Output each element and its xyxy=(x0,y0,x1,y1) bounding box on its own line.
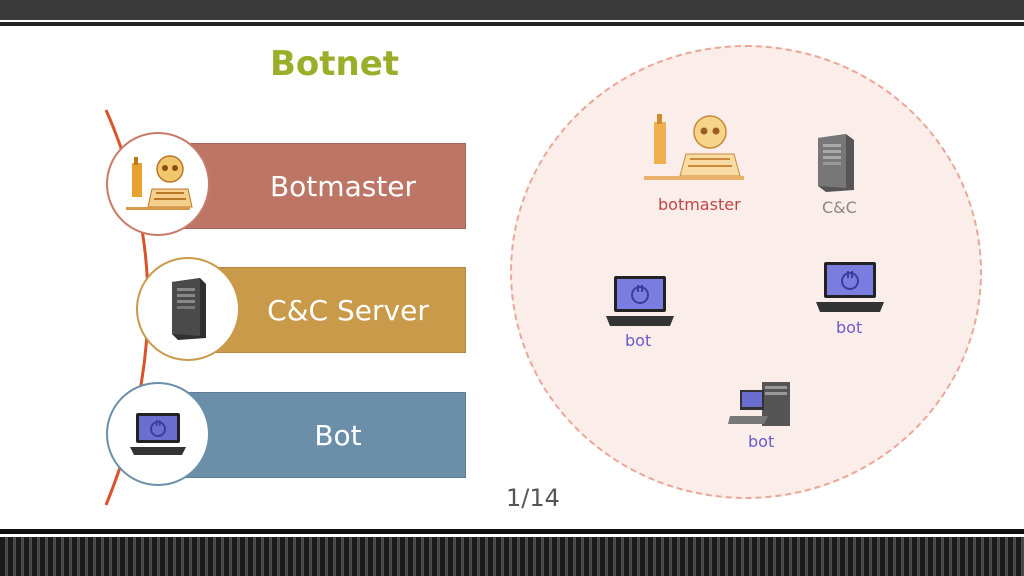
bottom-bar-line xyxy=(0,529,1024,534)
legend-circle-cc-server xyxy=(136,257,240,361)
node-label-bot-3: bot xyxy=(748,432,775,451)
node-label-bot-1: bot xyxy=(625,331,652,350)
desktop-pc-icon xyxy=(728,382,790,426)
page-number: 1/14 xyxy=(506,484,560,512)
legend-circle-bot xyxy=(106,382,210,486)
laptop-icon xyxy=(606,276,674,326)
legend-circle-botmaster xyxy=(106,132,210,236)
legend-bar-cc-server: C&C Server xyxy=(210,267,466,353)
top-bar-divider xyxy=(0,20,1024,22)
slide-title: Botnet xyxy=(270,44,400,84)
hacker-icon xyxy=(126,155,193,210)
bottom-bar xyxy=(0,537,1024,576)
node-label-bot-2: bot xyxy=(836,318,863,337)
node-label-botmaster: botmaster xyxy=(658,195,741,214)
legend-bar-bot: Bot xyxy=(180,392,466,478)
legend-label-botmaster: Botmaster xyxy=(269,169,417,203)
laptop-icon xyxy=(130,413,186,455)
top-bar xyxy=(0,0,1024,20)
legend-label-cc-server: C&C Server xyxy=(267,293,429,327)
hacker-icon xyxy=(644,114,744,180)
legend-label-bot: Bot xyxy=(314,418,362,452)
server-icon xyxy=(818,134,854,192)
node-label-cc: C&C xyxy=(822,198,857,217)
top-bar-stripe xyxy=(0,22,1024,26)
legend-bar-botmaster: Botmaster xyxy=(180,143,466,229)
server-icon xyxy=(172,278,206,340)
laptop-icon xyxy=(816,262,884,312)
